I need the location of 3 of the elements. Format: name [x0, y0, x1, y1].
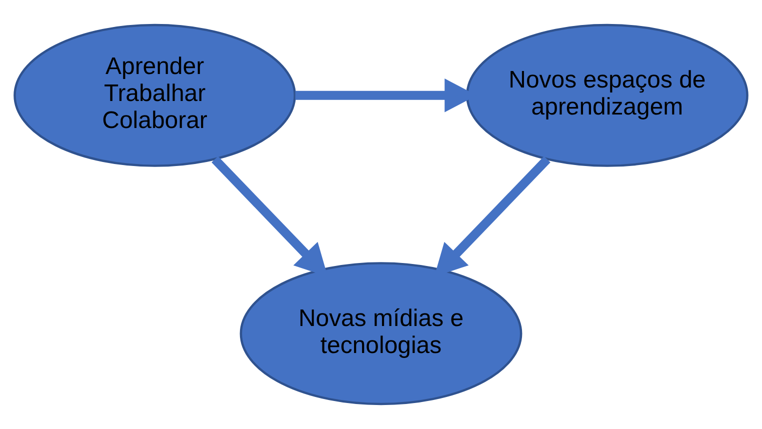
- node-ellipse: Novos espaços de aprendizagem: [466, 24, 748, 167]
- node-ellipse: Novas mídias e tecnologias: [240, 262, 522, 406]
- node-ellipse: Aprender Trabalhar Colaborar: [14, 24, 296, 167]
